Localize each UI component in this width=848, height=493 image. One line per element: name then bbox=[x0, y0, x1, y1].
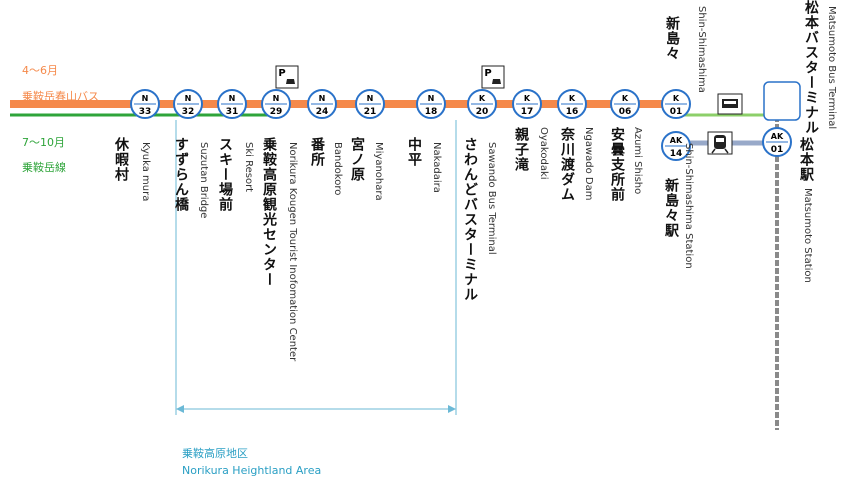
stop-number: 31 bbox=[226, 107, 239, 117]
stop-name-sawando: さわんどバスターミナル bbox=[462, 137, 478, 302]
stop-name-en-ski: Ski Resort bbox=[243, 142, 254, 193]
area-arrow-right bbox=[448, 405, 456, 413]
stop-name-en-nakadaira: Nakadaira bbox=[431, 142, 442, 193]
stop-name-matsumoto-sta: 松本駅 bbox=[798, 137, 814, 182]
stop-letter: K bbox=[569, 94, 576, 103]
legend-summer-route: 乗鞍岳線 bbox=[22, 161, 66, 174]
stop-number: 01 bbox=[670, 107, 683, 117]
stop-marker-matsumoto-sta: AK 01 bbox=[762, 127, 792, 157]
stop-name-en-azumi: Azumi Shisho bbox=[632, 127, 643, 195]
bus-icon bbox=[717, 93, 743, 115]
stop-name-en-kyukamura: Kyuka mura bbox=[140, 142, 151, 202]
legend-spring-route: 乗鞍岳春山バス bbox=[22, 90, 99, 103]
stop-name-en-kankou: Norikura Kougen Tourist Inofomation Cent… bbox=[287, 142, 298, 362]
stop-marker-azumi: K 06 bbox=[610, 89, 640, 119]
stop-name-en-oyakodaki: Oyakodaki bbox=[538, 127, 549, 180]
stop-letter: AK bbox=[771, 132, 784, 141]
stop-number: 24 bbox=[316, 107, 329, 117]
stop-letter: N bbox=[428, 94, 435, 103]
stop-name-kankou: 乗鞍高原観光センター bbox=[261, 137, 277, 287]
stop-name-ski: スキー場前 bbox=[217, 137, 233, 212]
stop-letter: K bbox=[524, 94, 531, 103]
stop-name-en-matsumoto-sta: Matsumoto Station bbox=[802, 188, 813, 283]
stop-letter: K bbox=[673, 94, 680, 103]
svg-text:P: P bbox=[484, 68, 491, 79]
stop-letter: N bbox=[142, 94, 149, 103]
stop-marker-kankou: N 29 bbox=[261, 89, 291, 119]
stop-name-suzuran: すずらん橋 bbox=[173, 137, 189, 212]
area-label-en: Norikura Heightland Area bbox=[182, 464, 322, 477]
stop-name-matsumoto-bt: 松本バスターミナル bbox=[803, 0, 819, 135]
stop-name-bandokoro: 番所 bbox=[309, 137, 325, 167]
stop-letter: K bbox=[622, 94, 629, 103]
stop-marker-kyukamura: N 33 bbox=[130, 89, 160, 119]
stop-marker-ski: N 31 bbox=[217, 89, 247, 119]
stop-letter: N bbox=[367, 94, 374, 103]
parking-icon: P bbox=[275, 65, 299, 89]
stop-number: 29 bbox=[270, 107, 283, 117]
stop-name-en-shinshimashima: Shin-Shimashima bbox=[696, 6, 707, 93]
stop-name-miyanohara: 宮ノ原 bbox=[349, 137, 365, 182]
area-label-jp: 乗鞍高原地区 bbox=[182, 447, 248, 460]
stop-marker-bandokoro: N 24 bbox=[307, 89, 337, 119]
stop-name-en-bandokoro: Bandokoro bbox=[332, 142, 343, 196]
matsumoto-bus-terminal-box bbox=[763, 81, 801, 121]
stop-number: 06 bbox=[619, 107, 632, 117]
area-arrow-left bbox=[176, 405, 184, 413]
stop-marker-shinshimashima-sta: AK 14 bbox=[661, 131, 691, 161]
stop-name-en-matsumoto-bt: Matsumoto Bus Terminal bbox=[826, 6, 837, 130]
stop-name-shinshimashima-sta: 新島々駅 bbox=[663, 178, 679, 238]
stop-number: 17 bbox=[521, 107, 534, 117]
stop-number: 33 bbox=[139, 107, 152, 117]
svg-text:P: P bbox=[278, 68, 285, 79]
stop-marker-shinshimashima: K 01 bbox=[661, 89, 691, 119]
stop-number: 20 bbox=[476, 107, 489, 117]
legend-summer-period: 7～10月 bbox=[22, 136, 65, 149]
parking-icon: P bbox=[481, 65, 505, 89]
stop-name-nakadaira: 中平 bbox=[406, 137, 422, 167]
stop-number: 16 bbox=[566, 107, 579, 117]
stop-letter: N bbox=[229, 94, 236, 103]
stop-name-en-nagawado: Ngawado Dam bbox=[583, 127, 594, 201]
stop-name-en-suzuran: Suzutan Bridge bbox=[198, 142, 209, 219]
stop-letter: N bbox=[319, 94, 326, 103]
stop-letter: AK bbox=[670, 136, 683, 145]
stop-marker-suzuran: N 32 bbox=[173, 89, 203, 119]
stop-marker-sawando: K 20 bbox=[467, 89, 497, 119]
stop-name-nagawado: 奈川渡ダム bbox=[559, 127, 575, 202]
stop-name-en-sawando: Sawando Bus Terminal bbox=[486, 142, 497, 255]
stop-marker-nakadaira: N 18 bbox=[416, 89, 446, 119]
stop-name-azumi: 安曇支所前 bbox=[609, 127, 625, 202]
stop-name-en-miyanohara: Miyanohara bbox=[373, 142, 384, 201]
train-icon bbox=[707, 131, 733, 155]
stop-name-oyakodaki: 親子滝 bbox=[513, 127, 529, 172]
stop-number: 32 bbox=[182, 107, 195, 117]
stop-name-kyukamura: 休暇村 bbox=[113, 137, 129, 182]
stop-marker-nagawado: K 16 bbox=[557, 89, 587, 119]
stop-number: 18 bbox=[425, 107, 438, 117]
stop-marker-miyanohara: N 21 bbox=[355, 89, 385, 119]
stop-marker-oyakodaki: K 17 bbox=[512, 89, 542, 119]
stop-letter: N bbox=[185, 94, 192, 103]
stop-letter: N bbox=[273, 94, 280, 103]
stop-name-shinshimashima: 新島々 bbox=[664, 16, 680, 61]
legend-spring-period: 4～6月 bbox=[22, 64, 58, 77]
stop-letter: K bbox=[479, 94, 486, 103]
stop-name-en-shinshimashima-sta: Shin-Shimashima Station bbox=[683, 143, 694, 269]
stop-number: 14 bbox=[670, 149, 683, 159]
stop-number: 01 bbox=[771, 145, 784, 155]
stop-number: 21 bbox=[364, 107, 377, 117]
